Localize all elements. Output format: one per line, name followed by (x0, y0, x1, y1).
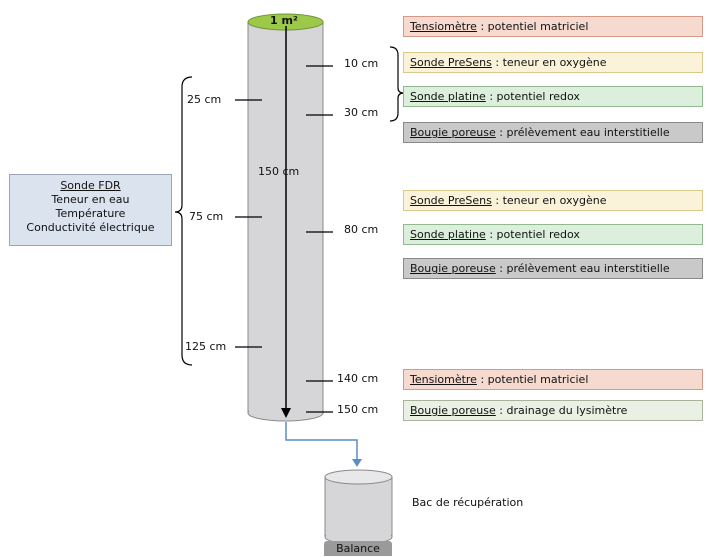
sensor-desc: : prélèvement eau interstitielle (495, 126, 670, 139)
depth-label-10: 10 cm (344, 57, 379, 70)
fdr-probe-box: Sonde FDR Teneur en eau Température Cond… (9, 174, 172, 246)
sensor-name: Sonde PreSens (410, 194, 492, 207)
depth-label-150: 150 cm (337, 403, 379, 416)
column-length-label: 150 cm (258, 165, 300, 178)
collector-top (324, 469, 393, 485)
sensor-name: Bougie poreuse (410, 126, 496, 139)
depth-label-80: 80 cm (344, 223, 379, 236)
sensor-name: Sonde platine (410, 90, 486, 103)
sensor-box-platine: Sonde platine : potentiel redox (403, 86, 703, 107)
sensor-name: Bougie poreuse (410, 262, 496, 275)
sensor-name: Tensiomètre (410, 20, 477, 33)
depth-label-30: 30 cm (344, 106, 379, 119)
fdr-line: Conductivité électrique (26, 221, 155, 234)
collector-label: Bac de récupération (412, 496, 524, 509)
fdr-line: Température (55, 207, 126, 220)
sensor-desc: : potentiel matriciel (476, 373, 589, 386)
sensor-name: Sonde platine (410, 228, 486, 241)
drainage-arrow-head (352, 459, 362, 467)
sensor-desc: : drainage du lysimètre (495, 404, 628, 417)
sensor-desc: : teneur en oxygène (491, 56, 607, 69)
sensor-box-tensiometre: Tensiomètre : potentiel matriciel (403, 369, 703, 390)
sensor-name: Tensiomètre (410, 373, 477, 386)
sensor-name: Bougie poreuse (410, 404, 496, 417)
sensor-desc: : potentiel matriciel (476, 20, 589, 33)
fdr-brace (174, 76, 193, 366)
drainage-pipe (285, 422, 358, 462)
sensor-desc: : teneur en oxygène (491, 194, 607, 207)
sensor-box-presens: Sonde PreSens : teneur en oxygène (403, 52, 703, 73)
fdr-line: Teneur en eau (51, 193, 130, 206)
sensor-desc: : prélèvement eau interstitielle (495, 262, 670, 275)
sensor-desc: : potentiel redox (485, 90, 580, 103)
sensor-desc: : potentiel redox (485, 228, 580, 241)
sensor-box-tensiometre: Tensiomètre : potentiel matriciel (403, 16, 703, 37)
sensor-box-bougie-drainage: Bougie poreuse : drainage du lysimètre (403, 400, 703, 421)
sensor-box-bougie: Bougie poreuse : prélèvement eau interst… (403, 122, 703, 143)
sensor-box-platine: Sonde platine : potentiel redox (403, 224, 703, 245)
column-area-label: 1 m² (270, 14, 298, 27)
depth-label-25: 25 cm (187, 93, 222, 106)
depth-label-140: 140 cm (337, 372, 379, 385)
sensor-brace (389, 46, 405, 122)
depth-label-75: 75 cm (189, 210, 224, 223)
depth-arrow-head (281, 408, 291, 418)
sensor-box-presens: Sonde PreSens : teneur en oxygène (403, 190, 703, 211)
sensor-name: Sonde PreSens (410, 56, 492, 69)
depth-label-125: 125 cm (185, 340, 227, 353)
balance-label: Balance (324, 541, 392, 556)
sensor-box-bougie: Bougie poreuse : prélèvement eau interst… (403, 258, 703, 279)
collector-bottom-fill (326, 527, 391, 537)
fdr-title: Sonde FDR (60, 179, 121, 192)
